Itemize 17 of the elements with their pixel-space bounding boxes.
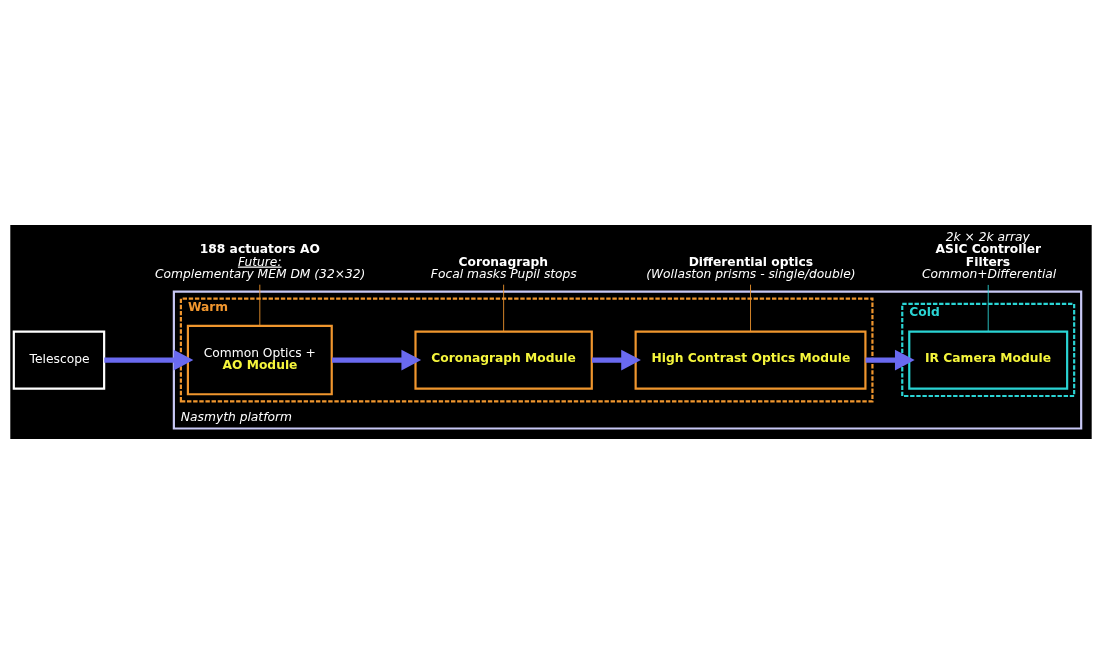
connector bbox=[750, 284, 751, 332]
arrow bbox=[865, 349, 915, 371]
arrow bbox=[332, 349, 422, 371]
node-text: Differential optics (Wollaston prisms - single/double) bbox=[646, 254, 856, 281]
node-text: Coronagraph Focal masks Pupil stops bbox=[430, 254, 577, 281]
node-box: High Contrast Optics Module bbox=[634, 330, 867, 390]
node-box: Common Optics + AO Module bbox=[186, 324, 333, 396]
node-box: IR Camera Module bbox=[908, 330, 1069, 390]
connector bbox=[987, 284, 989, 332]
node-text: 2k × 2k array ASIC Controller Filters Common+Differential bbox=[921, 229, 1057, 281]
node-box: Coronagraph Module bbox=[414, 330, 593, 390]
arrow bbox=[592, 349, 641, 371]
node-text: 188 actuators AO Future: Complementary MEM DM (32×32) bbox=[155, 242, 366, 281]
arrow bbox=[104, 349, 194, 371]
connector bbox=[503, 284, 505, 332]
connector bbox=[259, 284, 261, 327]
node-box: Telescope bbox=[12, 330, 106, 390]
